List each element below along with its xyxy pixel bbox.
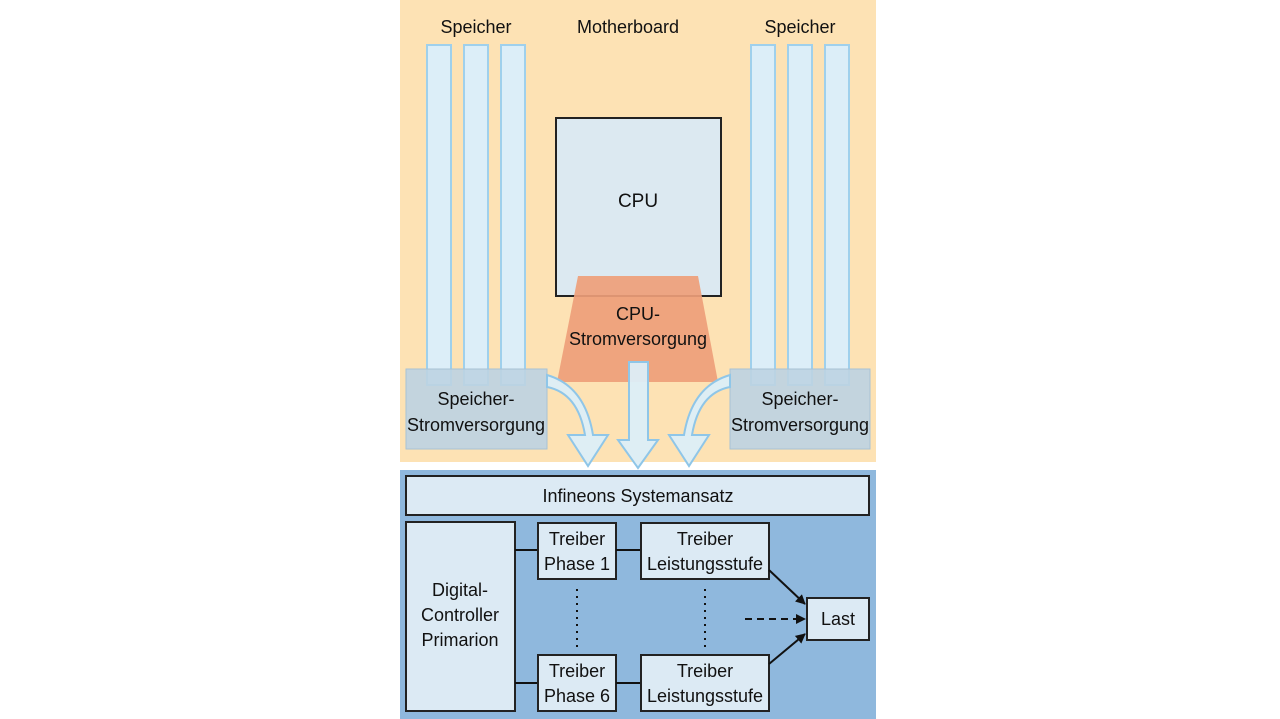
arrow-to-load: [768, 569, 806, 605]
memory-left-label: Speicher: [440, 17, 511, 37]
controller-line3: Primarion: [421, 630, 498, 650]
memory-slot: [787, 44, 813, 386]
controller-line1: Digital-: [432, 580, 488, 600]
memory-slot: [463, 44, 489, 386]
flow-arrow-center: [616, 361, 660, 470]
power-stage-6-box: [640, 654, 770, 712]
memory-power-right: [729, 368, 871, 450]
driver-phase-6-line1: Treiber: [549, 661, 605, 681]
system-title-box: [405, 475, 870, 516]
controller-line2: Controller: [421, 605, 499, 625]
power-stage-1-line1: Treiber: [677, 529, 733, 549]
power-stage-6-line2: Leistungsstufe: [647, 686, 763, 706]
flow-arrow-left: [546, 373, 610, 468]
memory-right-label: Speicher: [764, 17, 835, 37]
driver-phase-6-box: [537, 654, 617, 712]
memory-slots-right: [750, 44, 850, 386]
driver-phase-1-box: [537, 522, 617, 580]
digital-controller-box: [405, 521, 516, 712]
power-stage-6-line1: Treiber: [677, 661, 733, 681]
system-title: Infineons Systemansatz: [542, 486, 733, 506]
cpu-box: [555, 117, 722, 297]
cpu-label: CPU: [618, 191, 658, 212]
motherboard-title: Motherboard: [577, 17, 679, 37]
power-stage-1-box: [640, 522, 770, 580]
load-box: [806, 597, 870, 641]
memory-power-right-line2: Stromversorgung: [731, 415, 869, 435]
arrow-to-load: [768, 633, 806, 665]
cpu-power-label-line1: CPU-: [616, 304, 660, 324]
memory-slot: [500, 44, 526, 386]
memory-slot: [824, 44, 850, 386]
driver-phase-1-line2: Phase 1: [544, 554, 610, 574]
memory-power-right-line1: Speicher-: [761, 389, 838, 409]
driver-phase-6-line2: Phase 6: [544, 686, 610, 706]
memory-power-left-line1: Speicher-: [437, 389, 514, 409]
memory-slot: [426, 44, 452, 386]
memory-slot: [750, 44, 776, 386]
cpu-power-block: [557, 276, 718, 382]
memory-power-left-line2: Stromversorgung: [407, 415, 545, 435]
driver-phase-1-line1: Treiber: [549, 529, 605, 549]
load-label: Last: [821, 609, 855, 629]
cpu-power-label-line2: Stromversorgung: [569, 329, 707, 349]
flow-arrow-right: [667, 373, 731, 468]
memory-power-left: [405, 368, 548, 450]
memory-slots-left: [426, 44, 526, 386]
power-stage-1-line2: Leistungsstufe: [647, 554, 763, 574]
